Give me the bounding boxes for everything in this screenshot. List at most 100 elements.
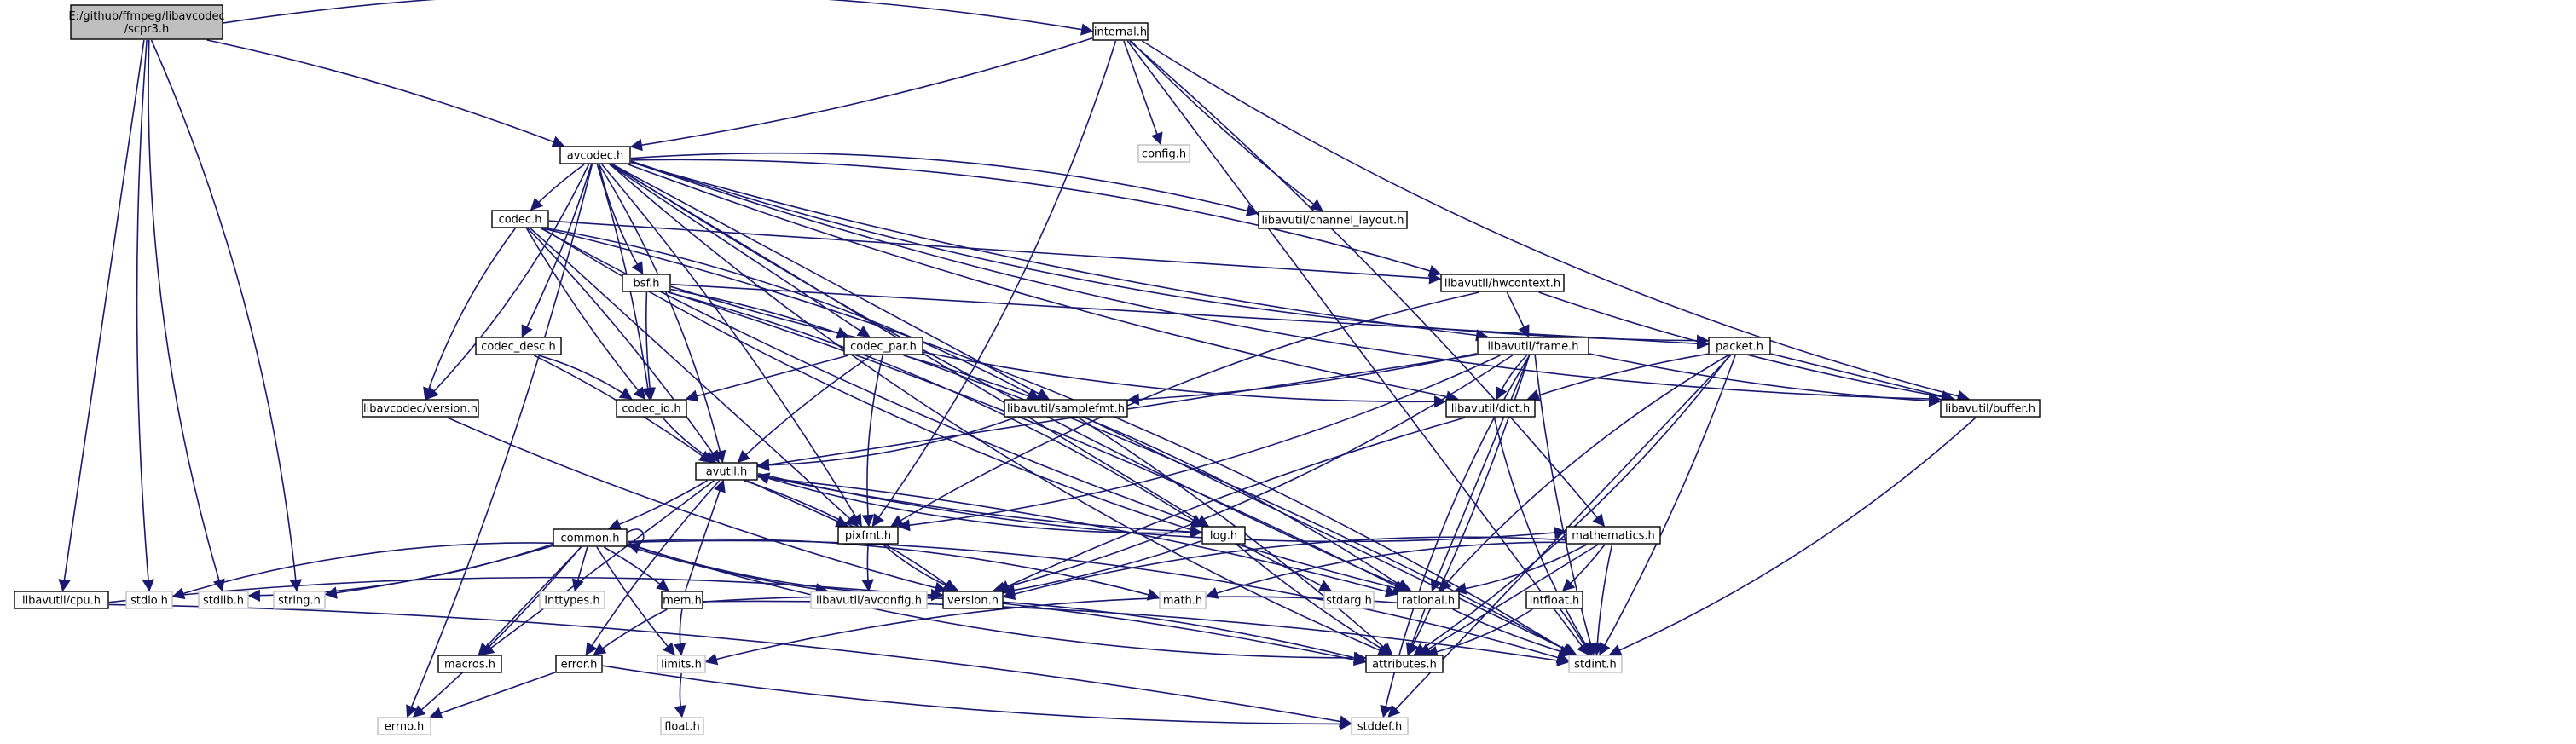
edge-avutil-to-common — [608, 480, 708, 530]
node-codec-desc[interactable]: codec_desc.h — [475, 337, 562, 355]
edge-internal-to-channel_layout — [1130, 40, 1323, 211]
edge-cpu-to-stddef — [108, 603, 1352, 728]
edge-mathematics-to-rational — [1453, 544, 1587, 595]
node-rational[interactable]: rational.h — [1397, 591, 1460, 609]
edge-hwcontext-to-pixfmt — [890, 291, 1479, 527]
node-label: stdarg.h — [1326, 595, 1372, 608]
node-label: rational.h — [1402, 595, 1455, 608]
edge-codec_par-to-stdint — [904, 355, 1576, 655]
node-label: common.h — [561, 533, 620, 545]
node-buffer[interactable]: libavutil/buffer.h — [1940, 399, 2041, 418]
node-intfloat[interactable]: intfloat.h — [1525, 591, 1583, 609]
node-math: math.h — [1159, 591, 1207, 609]
node-label: bsf.h — [633, 278, 659, 291]
dependency-edges — [58, 0, 1977, 730]
edge-avcodec-to-hwcontext — [630, 159, 1442, 277]
node-mem[interactable]: mem.h — [661, 591, 703, 609]
node-hwcontext[interactable]: libavutil/hwcontext.h — [1440, 274, 1565, 292]
node-dict[interactable]: libavutil/dict.h — [1445, 399, 1536, 418]
node-box — [1092, 22, 1149, 41]
node-error[interactable]: error.h — [555, 655, 603, 673]
node-box — [198, 591, 249, 609]
edge-mathematics-to-intfloat — [1561, 544, 1606, 591]
edge-intfloat-to-attributes — [1425, 608, 1533, 658]
edge-common-to-limits — [596, 546, 675, 656]
node-log[interactable]: log.h — [1201, 526, 1246, 545]
node-box — [837, 526, 899, 545]
node-label: codec.h — [499, 214, 542, 227]
node-label: codec_par.h — [850, 341, 917, 354]
edge-root-to-stdlib — [148, 39, 225, 592]
node-avutil[interactable]: avutil.h — [695, 462, 758, 481]
node-label: config.h — [1142, 148, 1186, 161]
node-attributes[interactable]: attributes.h — [1365, 655, 1444, 673]
node-box — [1445, 399, 1536, 418]
edge-mem-to-limits — [674, 608, 686, 656]
node-float: float.h — [660, 717, 704, 735]
node-string: string.h — [273, 591, 326, 609]
node-codec[interactable]: codec.h — [491, 210, 549, 228]
edge-packet-to-attributes — [1413, 355, 1731, 655]
node-box — [475, 337, 562, 355]
node-common[interactable]: common.h — [553, 528, 628, 547]
node-box — [1566, 526, 1661, 545]
node-box — [1477, 337, 1589, 355]
node-label: avcodec.h — [567, 150, 624, 163]
edge-codec-to-lavc_version — [423, 228, 516, 401]
node-channel-layout[interactable]: libavutil/channel_layout.h — [1258, 211, 1408, 229]
node-label: errno.h — [385, 721, 425, 734]
node-root[interactable]: E:/github/ffmpeg/libavcodec/scpr3.h — [68, 4, 225, 40]
node-version[interactable]: version.h — [942, 591, 1004, 609]
node-lavc-version[interactable]: libavcodec/version.h — [362, 399, 479, 418]
node-internal[interactable]: internal.h — [1092, 22, 1149, 41]
node-box — [559, 146, 631, 164]
edge-codec_par-to-codec_id — [685, 355, 849, 402]
node-macros[interactable]: macros.h — [437, 655, 502, 673]
node-box — [273, 591, 326, 609]
edge-error-to-errno — [429, 672, 556, 719]
node-box — [1137, 144, 1190, 163]
node-pixfmt[interactable]: pixfmt.h — [837, 526, 899, 545]
edge-codec-to-hwcontext — [548, 220, 1442, 285]
node-label: codec_id.h — [622, 403, 680, 416]
node-box — [1159, 591, 1207, 609]
edge-avcodec-to-lavc_version — [425, 164, 590, 401]
node-box — [1525, 591, 1583, 609]
node-codec-par[interactable]: codec_par.h — [843, 337, 923, 355]
edge-packet-to-dict — [1526, 353, 1709, 401]
node-label: string.h — [278, 595, 321, 608]
edge-codec-to-codec_id — [525, 228, 646, 401]
node-samplefmt[interactable]: libavutil/samplefmt.h — [1004, 399, 1128, 418]
edge-mem-to-avutil — [685, 479, 726, 591]
node-label: log.h — [1210, 530, 1237, 543]
edge-avcodec-to-codec_desc — [521, 164, 593, 338]
node-cpu[interactable]: libavutil/cpu.h — [14, 591, 109, 609]
edge-log-to-avutil — [756, 472, 1202, 534]
edge-avcodec-to-rational — [612, 164, 1412, 592]
edge-mem-to-error — [593, 608, 668, 655]
node-box — [1323, 591, 1375, 609]
edge-common-to-mem — [603, 546, 669, 591]
node-box — [661, 591, 703, 609]
edge-frame-to-attributes — [1407, 355, 1531, 656]
edge-avcodec-to-packet — [630, 160, 1710, 347]
node-label: error.h — [561, 659, 598, 672]
edge-common-to-attributes — [627, 543, 1367, 665]
node-bsf[interactable]: bsf.h — [622, 274, 671, 292]
node-frame[interactable]: libavutil/frame.h — [1477, 337, 1589, 355]
file-nodes: E:/github/ffmpeg/libavcodec/scpr3.h inter… — [14, 4, 2041, 735]
node-box — [70, 4, 223, 40]
edge-common-to-inttypes — [571, 546, 588, 592]
node-label: attributes.h — [1372, 659, 1437, 672]
node-codec-id[interactable]: codec_id.h — [616, 399, 687, 418]
node-label: inttypes.h — [544, 595, 599, 608]
edge-packet-to-rational — [1439, 355, 1728, 592]
edge-root-to-avcodec — [206, 39, 565, 148]
edge-avcodec-to-codec_par — [609, 164, 871, 337]
edge-rational-to-attributes — [1405, 608, 1426, 656]
node-packet[interactable]: packet.h — [1708, 337, 1771, 355]
node-avcodec[interactable]: avcodec.h — [559, 146, 631, 164]
node-label: libavutil/hwcontext.h — [1444, 278, 1560, 291]
node-mathematics[interactable]: mathematics.h — [1566, 526, 1661, 545]
